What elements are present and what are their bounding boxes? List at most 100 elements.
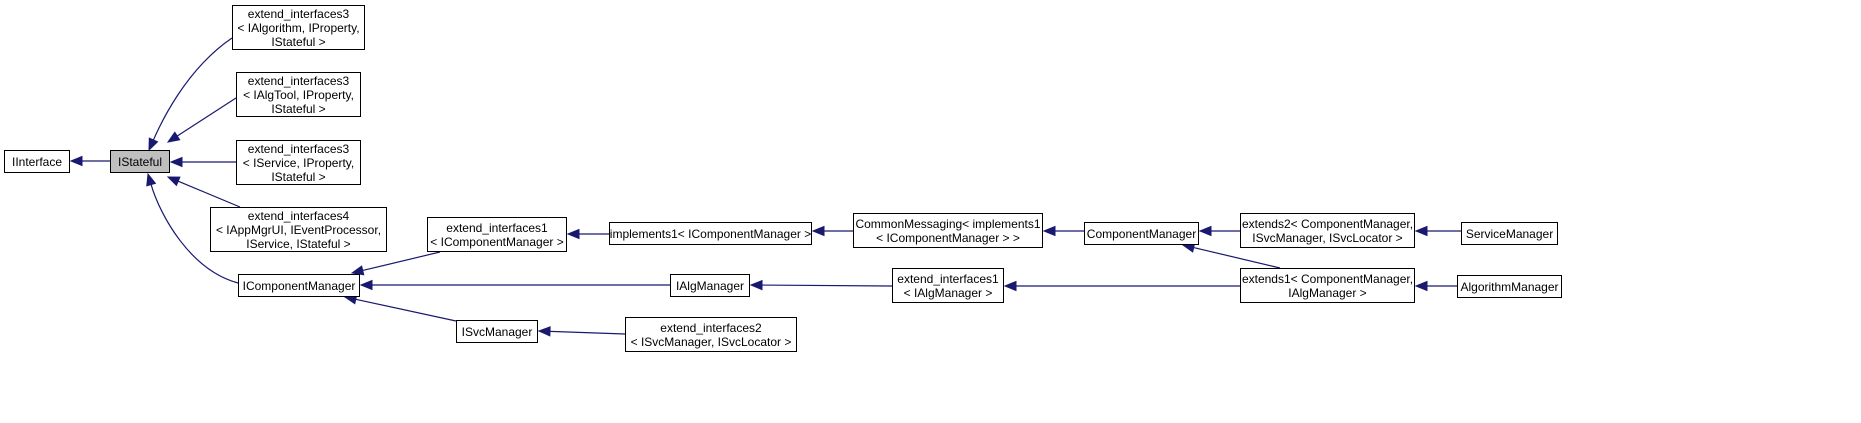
node-extends1-componentmanager[interactable]: extends1< ComponentManager,IAlgManager > [1240,268,1415,303]
edge-line [176,97,237,137]
edge-line [549,330,626,335]
node-label-line: ServiceManager [1465,226,1554,241]
arrowhead [166,131,181,143]
node-label-line: IStateful [117,154,163,169]
node-commonmessaging[interactable]: CommonMessaging< implements1< IComponent… [853,213,1043,248]
node-label: IAlgManager [676,279,744,293]
edge-ext2_isvcmgr-to-isvcmgr [537,326,626,337]
node-label-line: < IComponentManager > > [876,230,1020,245]
node-extend-interfaces1-ialgmanager[interactable]: extend_interfaces1< IAlgManager > [892,268,1004,303]
node-label-line: IComponentManager [242,278,356,293]
node-label-line: IStateful > [271,169,326,184]
node-label: ISvcManager [462,325,533,339]
node-label-line: IStateful > [271,101,326,116]
node-label-line: extend_interfaces4 [247,208,350,223]
node-label: CommonMessaging< implements1< IComponent… [855,217,1040,245]
arrowhead [1414,280,1428,292]
node-label: IStateful [118,155,162,169]
node-label-line: < IAlgManager > [903,285,993,300]
arrowhead [1003,280,1017,292]
node-label: IInterface [12,155,62,169]
edge-line [355,298,457,322]
node-extend-interfaces3-ialgorithm[interactable]: extend_interfaces3< IAlgorithm, IPropert… [232,5,365,50]
edge-ext3_iservice-to-istateful [169,156,236,168]
node-extend-interfaces3-ialgtool[interactable]: extend_interfaces3< IAlgTool, IProperty,… [236,72,361,117]
node-implements1-icomponentmanager[interactable]: implements1< IComponentManager > [609,222,812,245]
node-label-line: extend_interfaces1 [897,271,999,286]
node-label-line: IAlgManager [675,278,745,293]
node-label: AlgorithmManager [1460,280,1558,294]
arrowhead [811,225,825,237]
node-label-line: extend_interfaces3 [247,141,350,156]
node-label: extends2< ComponentManager,ISvcManager, … [1242,217,1413,245]
edge-line [150,184,239,284]
node-label: ServiceManager [1466,227,1553,241]
node-label-line: < IAlgorithm, IProperty, [237,20,360,35]
edge-istateful-to-iinterface [69,155,110,167]
edge-extends1-to-compmgr [1181,242,1281,269]
node-label: extend_interfaces3< IService, IProperty,… [243,142,355,184]
node-label-line: IInterface [11,154,63,169]
edge-impl1_icompmgr-to-ext1_icompmgr [566,228,609,240]
edge-commonmsg-to-impl1_icompmgr [811,225,853,237]
node-label: extend_interfaces3< IAlgorithm, IPropert… [237,7,359,49]
arrowhead [537,326,551,337]
node-label: extend_interfaces1< IComponentManager > [430,221,563,249]
node-label-line: IAlgManager > [1288,285,1367,300]
node-algorithmmanager[interactable]: AlgorithmManager [1457,275,1562,298]
node-extend-interfaces4-iappmgrui[interactable]: extend_interfaces4< IAppMgrUI, IEventPro… [210,207,387,252]
edge-extends2-to-compmgr [1198,225,1240,237]
node-label-line: extends1< ComponentManager, [1241,271,1414,286]
node-ialgmanager[interactable]: IAlgManager [670,274,750,297]
node-label-line: < IAlgTool, IProperty, [243,87,354,102]
node-icomponentmanager[interactable]: IComponentManager [238,274,360,297]
node-extend-interfaces1-icomponentmanager[interactable]: extend_interfaces1< IComponentManager > [427,217,567,252]
edge-algmgr-to-extends1 [1414,280,1457,292]
node-label-line: extend_interfaces3 [247,6,350,21]
edge-ext3_ialgtool-to-istateful [166,97,237,143]
node-label-line: ComponentManager [1086,226,1197,241]
arrowhead [566,228,580,240]
edge-line [761,284,893,287]
edge-line [177,180,241,208]
node-componentmanager[interactable]: ComponentManager [1084,222,1199,245]
edge-ext3_ialg-to-istateful [148,37,233,152]
node-extends2-componentmanager[interactable]: extends2< ComponentManager,ISvcManager, … [1240,213,1415,248]
node-label: extend_interfaces1< IAlgManager > [897,272,998,300]
node-label: implements1< IComponentManager > [610,227,811,241]
node-servicemanager[interactable]: ServiceManager [1461,222,1558,245]
arrowhead [169,156,183,168]
arrowhead [1414,225,1428,237]
edge-line [1193,246,1281,269]
node-extend-interfaces2-isvcmanager[interactable]: extend_interfaces2< ISvcManager, ISvcLoc… [625,317,797,352]
edge-svcmgr-to-extends2 [1414,225,1461,237]
node-label: extends1< ComponentManager,IAlgManager > [1242,272,1413,300]
node-iinterface[interactable]: IInterface [4,150,70,173]
edge-line [152,37,233,141]
node-label: extend_interfaces2< ISvcManager, ISvcLoc… [631,321,792,349]
node-label-line: extend_interfaces2 [660,320,762,335]
arrowhead [69,155,83,167]
arrowhead [148,137,159,152]
node-label-line: AlgorithmManager [1460,279,1559,294]
arrowhead [1198,225,1212,237]
arrowhead [166,176,181,187]
node-extend-interfaces3-iservice[interactable]: extend_interfaces3< IService, IProperty,… [236,140,361,185]
node-label-line: < IComponentManager > [430,234,564,249]
node-label-line: ISvcManager [461,324,533,339]
node-label-line: < IService, IProperty, [242,155,355,170]
arrowhead [749,279,763,291]
edge-line [362,251,441,272]
node-label-line: IService, IStateful > [246,236,351,251]
node-label: extend_interfaces3< IAlgTool, IProperty,… [243,74,354,116]
node-label-line: < IAppMgrUI, IEventProcessor, [215,222,382,237]
edge-extends1-to-ext1_ialgmgr [1003,280,1240,292]
edge-ext1_ialgmgr-to-ialgmgr [749,279,893,291]
arrowhead [350,265,365,276]
node-label-line: CommonMessaging< implements1 [855,216,1041,231]
node-isvcmanager[interactable]: ISvcManager [456,320,538,343]
edge-compmgr-to-commonmsg [1042,225,1084,237]
node-label-line: < ISvcManager, ISvcLocator > [630,334,792,349]
edge-ialgmgr-to-icompmgr [359,279,670,291]
